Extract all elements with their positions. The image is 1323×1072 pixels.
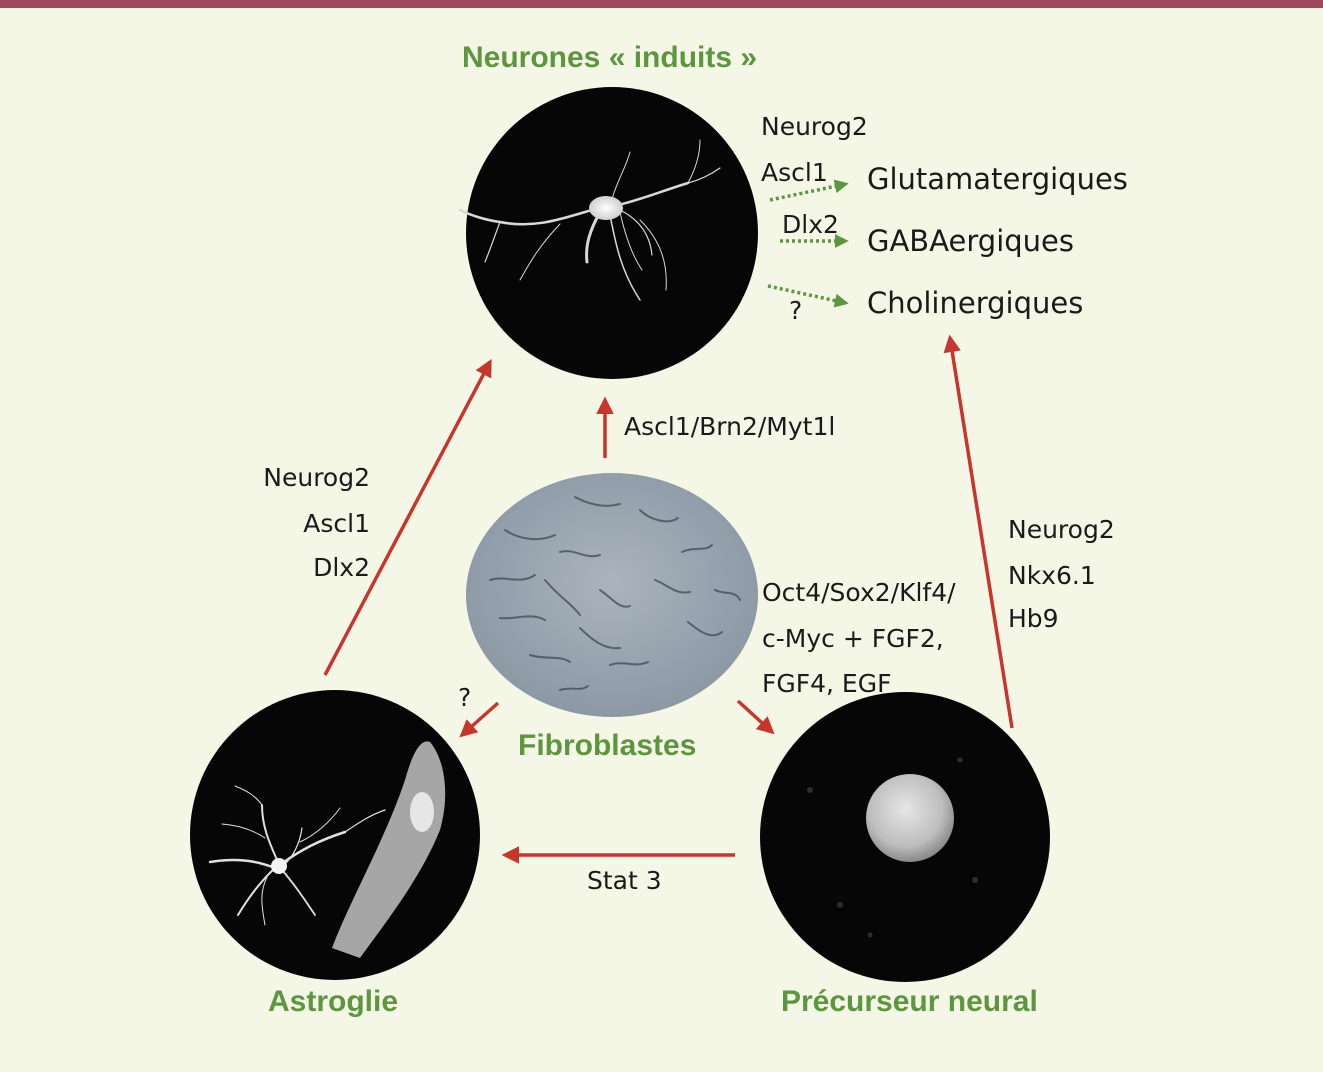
arrow-fibroblast-to-precursor xyxy=(738,701,772,732)
factor-stat3: Stat 3 xyxy=(587,868,662,893)
factor-fibroblast-to-neuron: Ascl1/Brn2/Myt1l xyxy=(624,414,835,439)
factor-fibro-to-astro-unknown: ? xyxy=(458,685,471,710)
title-neural-precursor: Précurseur neural xyxy=(781,987,1038,1017)
factor-glut-neurog2: Neurog2 xyxy=(761,114,868,139)
factor-chol-unknown: ? xyxy=(789,298,802,323)
label-glutamatergic: Glutamatergiques xyxy=(867,165,1128,194)
arrow-to-cholinergic xyxy=(768,286,846,303)
arrow-precursor-to-cholinergic xyxy=(950,338,1012,728)
label-gabaergic: GABAergiques xyxy=(867,227,1074,256)
astroglia-image xyxy=(190,690,480,980)
label-cholinergic: Cholinergiques xyxy=(867,289,1083,318)
neural-precursor-image xyxy=(760,692,1050,982)
factor-prec-nkx6-1: Nkx6.1 xyxy=(1008,563,1096,588)
factor-fibro-to-prec-line2: c-Myc + FGF2, xyxy=(762,626,944,651)
factor-astro-dlx2: Dlx2 xyxy=(220,555,370,580)
factor-glut-ascl1: Ascl1 xyxy=(761,160,828,185)
induced-neuron-image xyxy=(460,87,758,379)
factor-astro-ascl1: Ascl1 xyxy=(220,511,370,536)
title-fibroblasts: Fibroblastes xyxy=(518,731,696,761)
title-induced-neurons: Neurones « induits » xyxy=(462,43,757,73)
factor-astro-neurog2: Neurog2 xyxy=(220,465,370,490)
title-astroglia: Astroglie xyxy=(268,987,398,1017)
factor-prec-hb9: Hb9 xyxy=(1008,606,1059,631)
factor-gaba-dlx2: Dlx2 xyxy=(782,212,839,237)
fibroblast-image xyxy=(466,473,758,717)
factor-fibro-to-prec-line1: Oct4/Sox2/Klf4/ xyxy=(762,580,956,605)
factor-prec-neurog2: Neurog2 xyxy=(1008,517,1115,542)
factor-fibro-to-prec-line3: FGF4, EGF xyxy=(762,671,891,696)
